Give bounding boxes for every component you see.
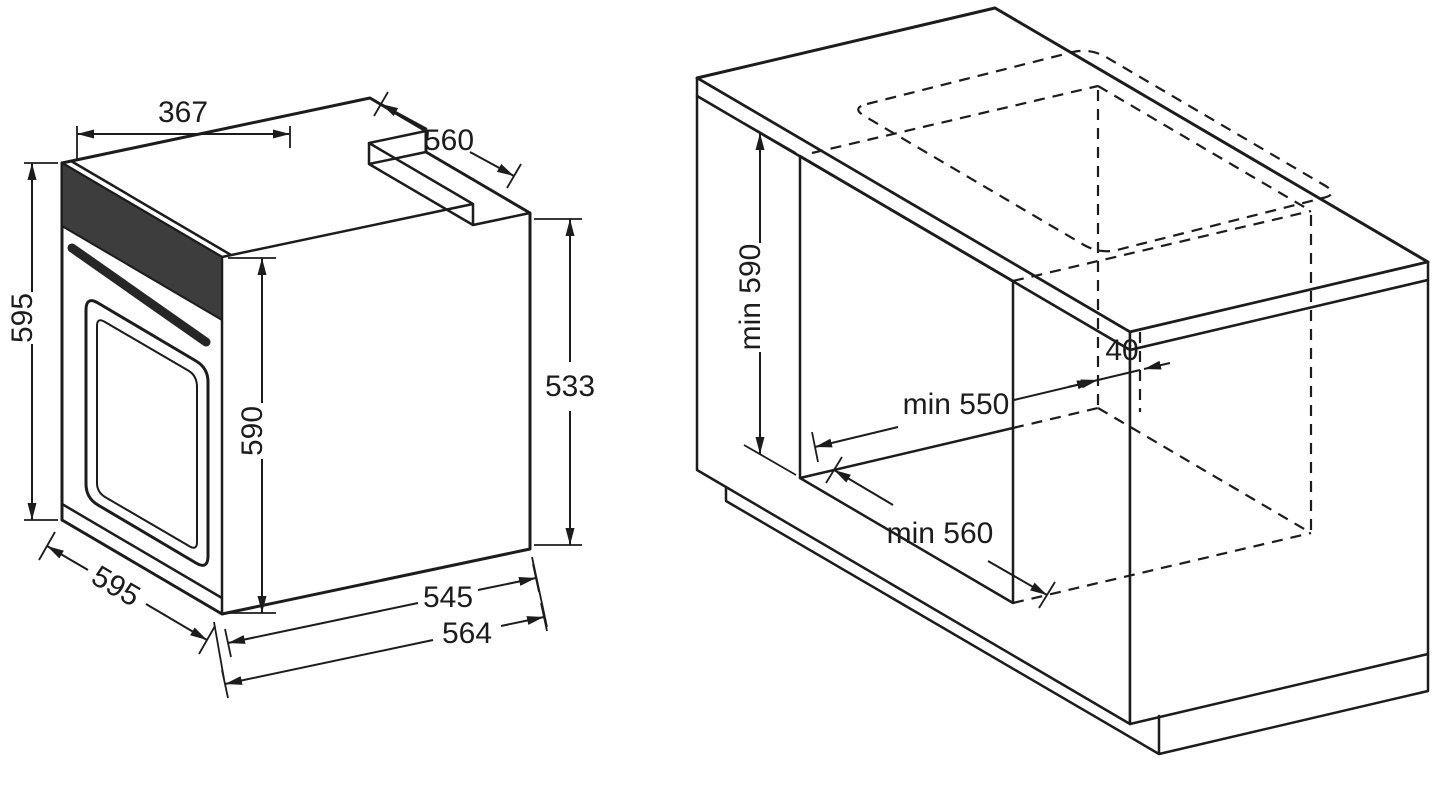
oven-drawing: 367 560 595 590 533: [6, 91, 595, 699]
dim-560: 560: [373, 91, 522, 189]
oven-control-panel: [61, 161, 223, 322]
dim-367-label: 367: [158, 96, 208, 129]
dim-367: 367: [76, 96, 291, 160]
cabinet-side-face: [1128, 278, 1430, 726]
hob-cutout-outline: [857, 49, 1333, 253]
dim-595-side: 595: [6, 162, 58, 521]
dim-niche-height: min 590: [734, 122, 797, 476]
dim-niche-width: min 560: [825, 456, 1056, 609]
oven-door-handle: [67, 243, 211, 347]
cabinet-drawing: min 590 min 550 40 min 560: [695, 6, 1430, 756]
dim-595-front-label: 595: [86, 560, 146, 614]
cabinet-plinth: [724, 485, 1430, 756]
dim-564: 564: [213, 556, 548, 699]
dim-niche-height-label: min 590: [734, 244, 767, 351]
dim-niche-width-label: min 560: [887, 517, 994, 550]
dim-niche-depth-label: min 550: [903, 388, 1010, 421]
hidden-lines: [811, 49, 1333, 605]
dim-rear-gap-label: 40: [1105, 334, 1138, 367]
dim-595-side-label: 595: [6, 293, 39, 343]
cabinet-countertop: [695, 6, 1430, 334]
oven-door-window: [84, 299, 210, 567]
dim-545: 545: [224, 563, 540, 658]
dim-564-label: 564: [442, 617, 492, 650]
dim-560-label: 560: [424, 124, 474, 157]
dim-590-label: 590: [236, 406, 269, 456]
dim-rear-gap: 40: [1067, 334, 1171, 390]
niche-floor-edge: [798, 426, 1015, 480]
oven-door-window-inner: [96, 319, 198, 549]
dim-niche-depth: min 550: [811, 379, 1099, 463]
dim-533: 533: [534, 218, 595, 546]
dim-590: 590: [228, 257, 276, 614]
dim-545-label: 545: [423, 581, 473, 614]
dim-533-label: 533: [545, 370, 595, 403]
